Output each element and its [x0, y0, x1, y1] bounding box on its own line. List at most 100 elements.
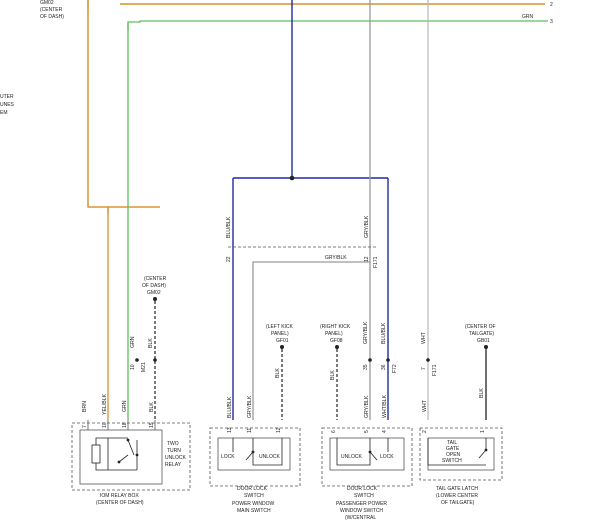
gf01-loc-2: PANEL) — [271, 331, 289, 337]
terminal-f72: F72 — [392, 364, 398, 373]
pin-36: 36 — [381, 364, 387, 370]
ps-title-5: (W/CENTRAL — [345, 515, 376, 521]
gf08-ground: GF08 — [330, 338, 343, 344]
ground-gb01: (CENTER OF TAILGATE) GB01 — [465, 324, 496, 420]
gm02-loc-1: (CENTER — [144, 276, 167, 282]
splice-gry — [368, 358, 372, 362]
relay-name-4: RELAY — [165, 462, 182, 468]
gb01-loc-1: (CENTER OF — [465, 324, 496, 330]
relay-name-1: TWO — [167, 441, 179, 447]
wire-label-blu-blk-2: BLU/BLK — [381, 322, 387, 344]
right-label-2: 2 — [550, 2, 553, 8]
wire-label-blk-2: BLK — [275, 368, 281, 378]
relay-name-2: TURN — [167, 448, 181, 454]
wire-label-blk-1: BLK — [148, 338, 154, 348]
pw-pin-3: 12 — [276, 427, 282, 433]
relay-box-title-2: (CENTER OF DASH) — [96, 500, 144, 506]
pin-35: 35 — [363, 364, 369, 370]
splice-grn — [135, 358, 139, 362]
ground-gf01: (LEFT KICK PANEL) GF01 — [266, 324, 294, 420]
pw-wire-2: GRY/BLK — [247, 395, 253, 418]
pin-7: 7 — [421, 367, 427, 370]
pin-12: 12 — [364, 256, 370, 262]
tailgate-latch: TAIL GATE OPEN SWITCH TAIL GATE LATCH (L… — [419, 427, 503, 506]
terminal-f171: F171 — [373, 256, 379, 268]
ps-title-4: WINDOW SWITCH — [340, 508, 383, 514]
wire-label-blk-4: BLK — [479, 388, 485, 398]
relay-pin-3: 18 — [122, 422, 128, 428]
right-label-grn: GRN — [522, 14, 534, 20]
pw-title-4: MAIN SWITCH — [237, 508, 271, 514]
ps-title-1: DOOR LOCK — [347, 486, 378, 492]
ps-title-2: SWITCH — [354, 493, 374, 499]
ps-pin-3: 4 — [382, 430, 388, 433]
wire-label-gry-blk-1: GRY/BLK — [364, 215, 370, 238]
pw-wire-1: BLU/BLK — [227, 396, 233, 418]
relay-wire-1: BRN — [82, 401, 88, 412]
gf01-loc-1: (LEFT KICK — [266, 324, 294, 330]
ps-title-3: PASSENGER POWER — [336, 501, 387, 507]
tg-wire-1: WHT — [422, 399, 428, 412]
tg-title-3: OF TAILGATE) — [441, 500, 475, 506]
gb01-loc-2: TAILGATE) — [469, 331, 494, 337]
wire-label-wht-1: WHT — [421, 331, 427, 344]
tg-switch-2: GATE — [446, 446, 460, 452]
gf08-loc-2: PANEL) — [325, 331, 343, 337]
tg-switch-4: SWITCH — [442, 458, 462, 464]
gf01-ground: GF01 — [276, 338, 289, 344]
gb01-ground: GB01 — [477, 338, 490, 344]
relay-box: TWO TURN UNLOCK RELAY IOM RELAY BOX (CEN… — [71, 422, 191, 506]
splice-blu — [386, 358, 390, 362]
pw-pin-1: 13 — [227, 427, 233, 433]
left-edge-label-1: UTER — [0, 94, 14, 100]
ground-label-gm02-top: GM02 — [40, 0, 54, 6]
gm02-loc-2: OF DASH) — [142, 283, 166, 289]
pw-title-1: DOOR LOCK — [237, 486, 268, 492]
relay-wire-3: GRN — [122, 400, 128, 412]
pin-10: 10 — [130, 364, 136, 370]
relay-pin-wires — [87, 420, 156, 430]
wire-label-grn-1: GRN — [130, 336, 136, 348]
wire-label-blk-3: BLK — [330, 370, 336, 380]
relay-pin-4: 15 — [149, 422, 155, 428]
wire-label-gry-blk-3: GRY/BLK — [363, 321, 369, 344]
wire-blu-main — [232, 0, 389, 420]
ground-gm02-mid: (CENTER OF DASH) GM02 — [142, 276, 167, 420]
left-edge-label-2: UNES — [0, 102, 15, 108]
tg-switch-1: TAIL — [447, 440, 457, 446]
pw-title-3: POWER WINDOW — [232, 501, 274, 507]
ps-lock-label: LOCK — [380, 454, 394, 460]
tg-pin-1: 2 — [422, 430, 428, 433]
relay-wire-2: YEL/BLK — [102, 393, 108, 415]
wire-orange-brn — [87, 0, 545, 208]
ps-unlock-label: UNLOCK — [341, 454, 363, 460]
ps-wire-2: GRY/BLK — [364, 395, 370, 418]
splice-wht — [426, 358, 430, 362]
tg-pin-2: 1 — [480, 430, 486, 433]
pw-title-2: SWITCH — [244, 493, 264, 499]
location-label-top-2: OF DASH) — [40, 14, 64, 20]
ps-pin-1: 6 — [331, 430, 337, 433]
wire-grn-top — [127, 20, 548, 30]
wire-orange-main — [87, 0, 108, 208]
relay-wire-4: BLK — [149, 402, 155, 412]
ground-gf08: (RIGHT KICK PANEL) GF08 — [320, 324, 351, 420]
splice-gm02 — [153, 358, 157, 362]
left-edge-label-3: EM — [0, 110, 8, 116]
terminal-f171b: F171 — [432, 364, 438, 376]
relay-pin-2: 10 — [102, 422, 108, 428]
wire-gry-cross — [252, 261, 370, 420]
pw-pin-2: 11 — [247, 428, 253, 433]
ps-wire-3: WHT/BLK — [382, 394, 388, 418]
gm02-ground: GM02 — [147, 290, 161, 296]
relay-name-3: UNLOCK — [165, 455, 187, 461]
wire-label-gry-blk-2: GRY/BLK — [325, 255, 347, 261]
ps-pin-2: 5 — [364, 430, 370, 433]
passenger-window-switch: UNLOCK LOCK DOOR LOCK SWITCH PASSENGER P… — [321, 427, 413, 521]
tg-title-1: TAIL GATE LATCH — [436, 486, 478, 492]
splice-blue — [289, 175, 295, 181]
gf08-loc-1: (RIGHT KICK — [320, 324, 351, 330]
location-label-top-1: (CENTER — [40, 7, 63, 13]
pw-unlock-label: UNLOCK — [259, 454, 281, 460]
right-label-3: 3 — [550, 19, 553, 25]
